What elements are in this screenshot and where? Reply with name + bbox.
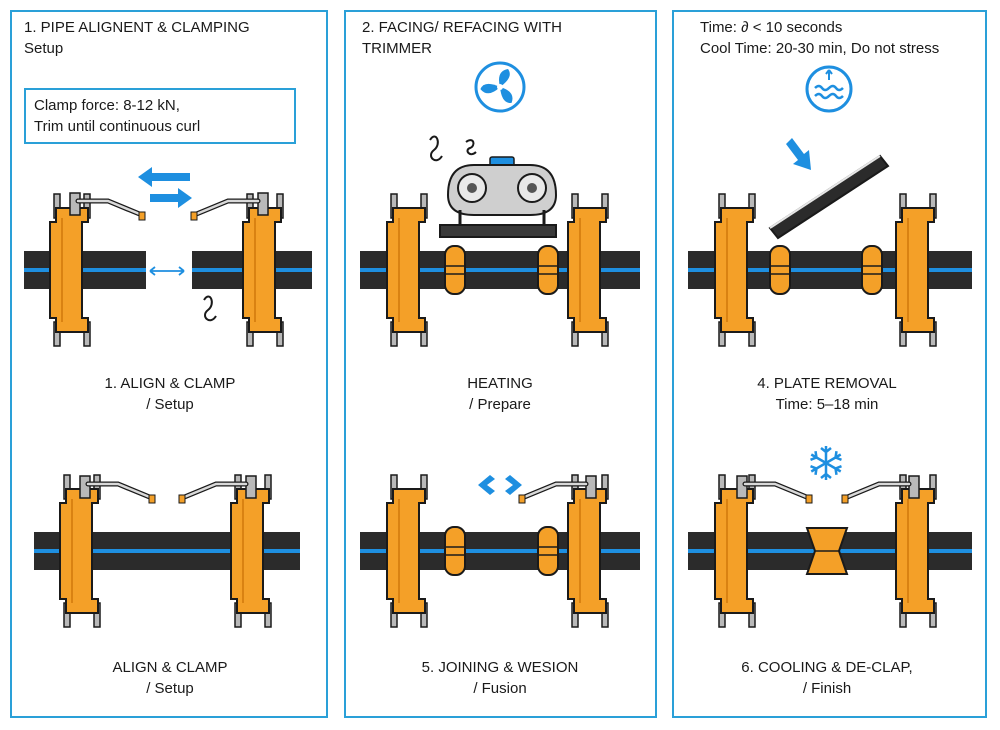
panel3-heat-time: Time: ∂ < 10 seconds: [700, 19, 843, 36]
panel1-subtitle: Setup: [24, 40, 64, 57]
panel3-caption-top: 4. PLATE REMOVAL Time: 5–18 min: [717, 373, 937, 415]
weld-bead-merged: [805, 527, 849, 575]
panel2-subtitle: TRIMMER: [362, 40, 432, 57]
caption-subtitle: / Finish: [802, 680, 852, 697]
clamp-right: [895, 474, 937, 628]
panel3-caption-bottom: 6. COOLING & DE-CLAP, / Finish: [717, 657, 937, 699]
clamp-left: [714, 193, 756, 347]
caption-subtitle: / Setup: [146, 396, 194, 413]
weld-bead-left: [444, 526, 466, 576]
weld-bead-left: [444, 245, 466, 295]
caption-title: HEATING: [467, 375, 533, 392]
clamp-arm-left: [69, 192, 146, 221]
snowflake-icon: [810, 446, 842, 480]
water-heat-icon: [805, 65, 853, 113]
panel1-caption-bottom: ALIGN & CLAMP / Setup: [60, 657, 280, 699]
panel2-caption-bottom: 5. JOINING & WESION / Fusion: [390, 657, 610, 699]
note-clamp-force: Clamp force: 8-12 kN,: [34, 97, 180, 114]
caption-subtitle: / Fusion: [473, 680, 527, 697]
clamp-left: [59, 474, 101, 628]
panel1-title: 1. PIPE ALIGNENT & CLAMPING: [24, 19, 250, 36]
clamp-arm-left: [736, 475, 813, 504]
weld-bead-left: [769, 245, 791, 295]
caption-subtitle: / Setup: [146, 680, 194, 697]
clamp-arm-right: [190, 192, 269, 221]
weld-bead-right: [861, 245, 883, 295]
clamp-right: [567, 474, 609, 628]
panel2-title: 2. FACING/ REFACING WITH: [362, 19, 563, 36]
double-arrow-icon: [149, 266, 185, 276]
note-trim: Trim until continuous curl: [34, 118, 201, 135]
clamp-arm-right: [518, 475, 597, 504]
clamp-left: [386, 193, 428, 347]
arrow-right-icon: [150, 188, 192, 208]
clamp-right: [567, 193, 609, 347]
caption-title: 5. JOINING & WESION: [421, 659, 579, 676]
squiggle-icon: [465, 139, 477, 156]
weld-bead-right: [537, 245, 559, 295]
heater-plate-icon: [768, 154, 890, 240]
clamp-arm-left: [79, 475, 156, 504]
panel2-caption-top: HEATING / Prepare: [390, 373, 610, 415]
squiggle-icon: [429, 135, 443, 162]
trimmer-icon: [439, 156, 558, 238]
squiggle-icon: [203, 295, 217, 322]
caption-subtitle: / Prepare: [469, 396, 531, 413]
clamp-arm-right: [178, 475, 257, 504]
pipe-left: [24, 251, 146, 289]
panel3-cool-time: Cool Time: 20-30 min, Do not stress: [700, 40, 940, 57]
panel1-caption-top: 1. ALIGN & CLAMP / Setup: [60, 373, 280, 415]
weld-bead-right: [537, 526, 559, 576]
clamp-left: [49, 193, 91, 347]
clamp-right: [895, 193, 937, 347]
caption-title: 6. COOLING & DE-CLAP,: [741, 659, 913, 676]
diamond-arrows-icon: [478, 475, 522, 495]
clamp-left: [386, 474, 428, 628]
arrow-left-icon: [138, 167, 190, 187]
fan-icon: [474, 61, 526, 113]
clamp-arm-right: [841, 475, 920, 504]
arrow-down-icon: [786, 138, 811, 170]
clamp-right: [242, 193, 284, 347]
caption-title: ALIGN & CLAMP: [112, 659, 228, 676]
clamp-left: [714, 474, 756, 628]
caption-title: 4. PLATE REMOVAL: [757, 375, 897, 392]
clamp-right: [230, 474, 272, 628]
caption-subtitle: Time: 5–18 min: [775, 396, 879, 413]
panel1-parameter-note: Clamp force: 8-12 kN, Trim until continu…: [24, 88, 296, 144]
caption-title: 1. ALIGN & CLAMP: [104, 375, 236, 392]
